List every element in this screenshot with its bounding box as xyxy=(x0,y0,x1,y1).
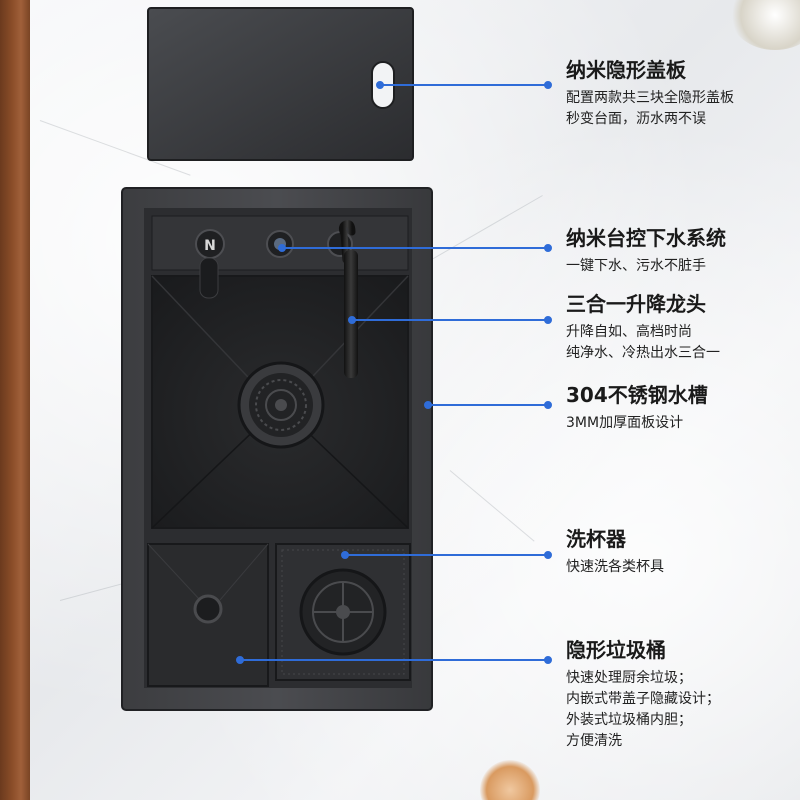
callout-desc-1: 配置两款共三块全隐形盖板 xyxy=(566,90,734,106)
trash-bin-lid-icon xyxy=(193,594,223,624)
callout-steel-sink: 304不锈钢水槽 3MM加厚面板设计 xyxy=(566,383,708,434)
callout-drain-system: 纳米台控下水系统 一键下水、污水不脏手 xyxy=(566,226,726,277)
decor-object xyxy=(480,760,540,800)
svg-text:N: N xyxy=(204,238,216,254)
callout-desc-1: 升降自如、高档时尚 xyxy=(566,324,692,340)
callout-faucet: 三合一升降龙头 升降自如、高档时尚 纯净水、冷热出水三合一 xyxy=(566,292,720,364)
callout-desc-1: 一键下水、污水不脏手 xyxy=(566,258,706,274)
cutting-board xyxy=(147,7,414,161)
cup-washer-icon xyxy=(275,543,411,681)
callout-desc-2: 纯净水、冷热出水三合一 xyxy=(566,345,720,361)
callout-desc-4: 方便清洗 xyxy=(566,733,622,749)
callout-desc-3: 外装式垃圾桶内胆； xyxy=(566,712,692,728)
callout-desc-2: 秒变台面，沥水两不误 xyxy=(566,111,706,127)
callout-title: 洗杯器 xyxy=(566,527,626,551)
callout-title: 三合一升降龙头 xyxy=(566,292,706,316)
callout-desc-2: 内嵌式带盖子隐藏设计； xyxy=(566,691,720,707)
sink-body: N xyxy=(121,187,433,711)
faucet-icon xyxy=(338,220,358,378)
callout-title: 隐形垃圾桶 xyxy=(566,638,666,662)
callout-cover-board: 纳米隐形盖板 配置两款共三块全隐形盖板 秒变台面，沥水两不误 xyxy=(566,58,734,130)
wood-countertop-edge xyxy=(0,0,30,800)
callout-desc-1: 快速处理厨余垃圾； xyxy=(566,670,692,686)
callout-title: 纳米台控下水系统 xyxy=(566,226,726,250)
callout-cup-washer: 洗杯器 快速洗各类杯具 xyxy=(566,527,664,578)
callout-lines xyxy=(236,81,552,664)
callout-title: 304不锈钢水槽 xyxy=(566,383,708,407)
callout-desc-1: 快速洗各类杯具 xyxy=(566,559,664,575)
callout-desc-1: 3MM加厚面板设计 xyxy=(566,415,684,431)
callout-trash-bin: 隐形垃圾桶 快速处理厨余垃圾； 内嵌式带盖子隐藏设计； 外装式垃圾桶内胆； 方便… xyxy=(566,638,720,752)
callout-title: 纳米隐形盖板 xyxy=(566,58,686,82)
drain-button-icon: N xyxy=(195,229,353,299)
drain-strainer-icon xyxy=(237,361,325,449)
